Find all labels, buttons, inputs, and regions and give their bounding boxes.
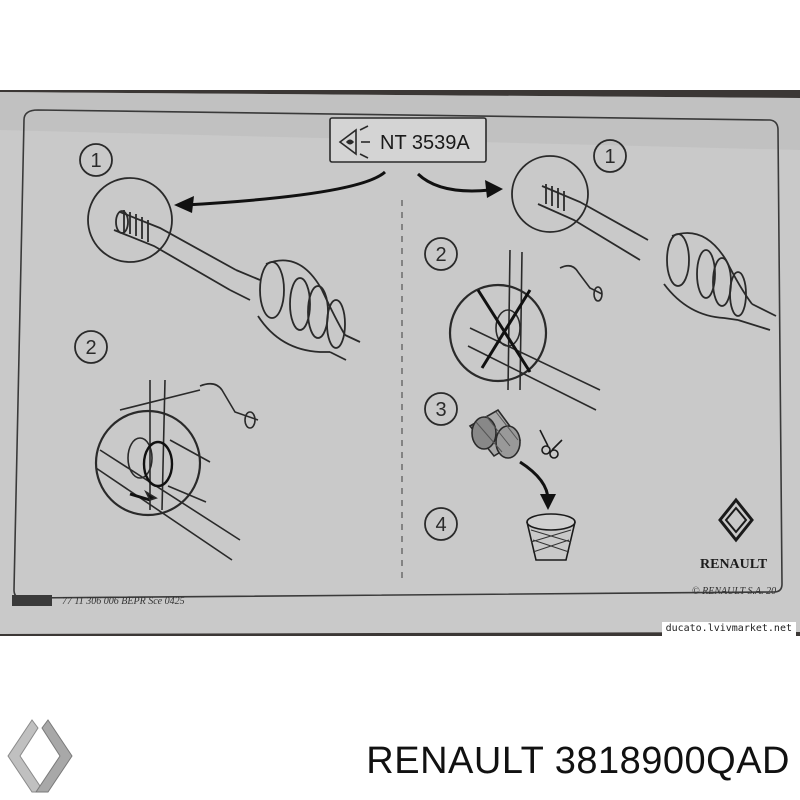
step-right-1: 1 [593,139,627,173]
site-watermark: ducato.lvivmarket.net [661,622,796,636]
arrow-left [174,170,387,213]
right-driveshaft [511,155,777,331]
step-left-1: 1 [79,143,113,177]
arrow-right [416,172,503,198]
sheet-copyright: © RENAULT S.A. 20 [692,586,776,597]
svg-text:4: 4 [435,514,446,536]
svg-text:3: 3 [435,399,446,421]
scissors-icon [539,429,563,459]
svg-text:1: 1 [90,150,101,172]
footer-logo-box [12,595,52,606]
step-right-3: 3 [424,392,458,426]
product-title: RENAULT 3818900QAD [366,740,790,782]
tool-box: NT 3539A [329,117,487,163]
left-driveshaft [87,177,361,361]
instruction-sheet-photo: NT 3539A 1 2 1 2 3 4 [0,90,800,636]
left-hub-install [94,379,259,561]
right-incorrect-install [448,249,603,411]
step-left-2: 2 [74,330,108,364]
svg-text:2: 2 [85,337,96,359]
renault-logo-icon [7,719,73,793]
bin-icon [526,513,576,561]
protector-sleeve [468,408,522,459]
svg-text:1: 1 [604,146,615,168]
renault-logo-icon [718,497,754,543]
sheet-reference: 77 11 306 006 BEPR Sce 0425 [62,596,185,607]
eye-icon [338,125,370,159]
step-right-4: 4 [424,507,458,541]
step-right-2: 2 [424,237,458,271]
sheet-brand: RENAULT [700,557,768,572]
caption-bar: RENAULT 3818900QAD [0,700,800,800]
arrow-down-to-bin [519,460,556,510]
tool-code: NT 3539A [380,132,470,154]
svg-text:2: 2 [435,244,446,266]
